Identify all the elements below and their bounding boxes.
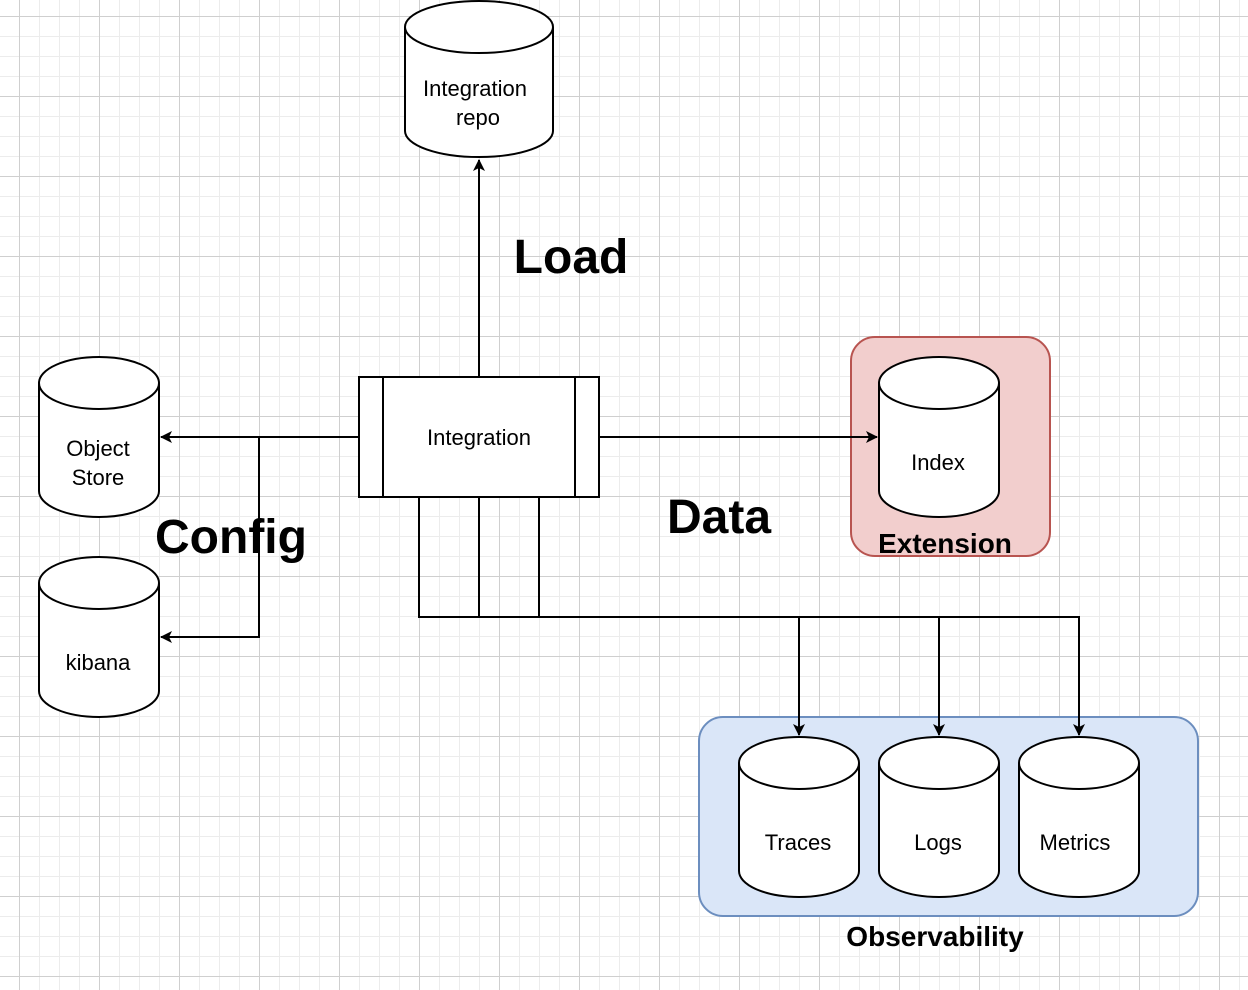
integration-process-node[interactable]: Integration (358, 376, 600, 498)
extension-group-label: Extension (878, 528, 1012, 559)
metrics-cylinder[interactable]: Metrics (1018, 736, 1140, 898)
edge-integration-to-kibana[interactable] (160, 437, 260, 643)
integration-label: Integration (427, 425, 531, 450)
object-store-label-line-2: Store (72, 465, 125, 490)
kibana-label: kibana (66, 650, 132, 675)
load-edge-label: Load (514, 231, 629, 284)
metrics-label: Metrics (1040, 830, 1111, 855)
object-store-label-line-1: Object (66, 436, 130, 461)
edge-integration-to-metrics[interactable] (538, 497, 1085, 736)
traces-cylinder[interactable]: Traces (738, 736, 860, 898)
kibana-cylinder[interactable]: kibana (38, 556, 160, 718)
integration-repo-label-line-2: repo (456, 105, 500, 130)
integration-repo-cylinder[interactable]: Integration repo (404, 0, 554, 158)
observability-group-label: Observability (846, 921, 1024, 952)
config-edge-label: Config (155, 511, 307, 564)
index-label: Index (911, 450, 965, 475)
integration-repo-label-line-1: Integration (423, 76, 527, 101)
object-store-cylinder[interactable]: Object Store (38, 356, 160, 518)
traces-label: Traces (765, 830, 831, 855)
index-cylinder[interactable]: Index (878, 356, 1000, 518)
logs-cylinder[interactable]: Logs (878, 736, 1000, 898)
data-edge-label: Data (667, 491, 771, 544)
logs-label: Logs (914, 830, 962, 855)
